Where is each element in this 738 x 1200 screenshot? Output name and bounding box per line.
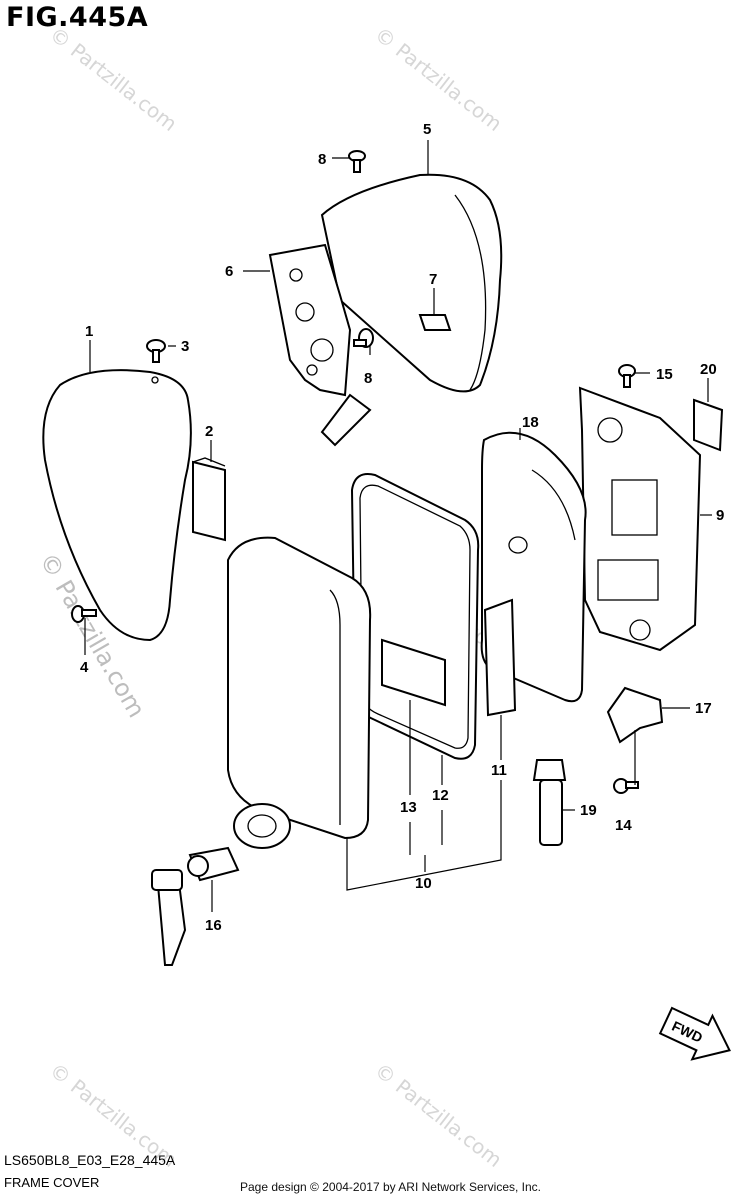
- callout-19: 19: [580, 802, 597, 819]
- part-8-screw-lower[interactable]: [353, 328, 374, 348]
- callout-10: 10: [415, 875, 432, 892]
- callout-13: 13: [400, 799, 417, 816]
- callout-20: 20: [700, 361, 717, 378]
- part-1-side-cover[interactable]: [42, 369, 192, 642]
- part-8-screw-upper[interactable]: [348, 150, 366, 173]
- part-4-screw[interactable]: [71, 605, 97, 623]
- part-16-lock[interactable]: [151, 803, 291, 966]
- callout-9: 9: [716, 507, 724, 524]
- callout-17: 17: [695, 700, 712, 717]
- callout-18: 18: [522, 414, 539, 431]
- callout-5: 5: [423, 121, 431, 138]
- callout-11: 11: [491, 762, 507, 779]
- figure-code: LS650BL8_E03_E28_445A: [4, 1152, 176, 1168]
- callout-8-upper: 8: [318, 151, 326, 168]
- fwd-arrow-icon: FWD: [658, 1006, 731, 1061]
- part-15-screw[interactable]: [618, 364, 636, 388]
- callout-15: 15: [656, 366, 673, 383]
- part-19-damper[interactable]: [532, 759, 567, 846]
- callout-4: 4: [80, 659, 89, 676]
- part-14-screw[interactable]: [613, 778, 639, 794]
- part-17-clip[interactable]: [606, 686, 664, 744]
- callout-1: 1: [85, 323, 93, 340]
- callout-14: 14: [615, 817, 632, 834]
- callout-6: 6: [225, 263, 233, 280]
- part-6-bracket[interactable]: [268, 243, 372, 447]
- part-5-upper-cover[interactable]: [320, 173, 503, 393]
- callout-2: 2: [205, 423, 213, 440]
- figure-title: FIG.445A: [6, 2, 149, 33]
- callout-16: 16: [205, 917, 222, 934]
- callout-12: 12: [432, 787, 449, 804]
- part-2-pad[interactable]: [192, 457, 226, 542]
- leader-lines: [84, 140, 712, 912]
- page-credit: Page design © 2004-2017 by ARI Network S…: [240, 1180, 542, 1194]
- callout-3: 3: [181, 338, 189, 355]
- part-20-pad[interactable]: [693, 398, 724, 452]
- figure-subtitle: FRAME COVER: [4, 1175, 100, 1190]
- part-3-screw[interactable]: [146, 339, 166, 363]
- part-7-clip[interactable]: [418, 314, 452, 331]
- part-11-pad[interactable]: [483, 598, 517, 717]
- part-9-bracket[interactable]: [578, 386, 702, 652]
- callout-8-lower: 8: [364, 370, 372, 387]
- part-10-toolbox[interactable]: [227, 536, 372, 840]
- callout-7: 7: [429, 271, 437, 288]
- part-13-pad[interactable]: [381, 638, 446, 707]
